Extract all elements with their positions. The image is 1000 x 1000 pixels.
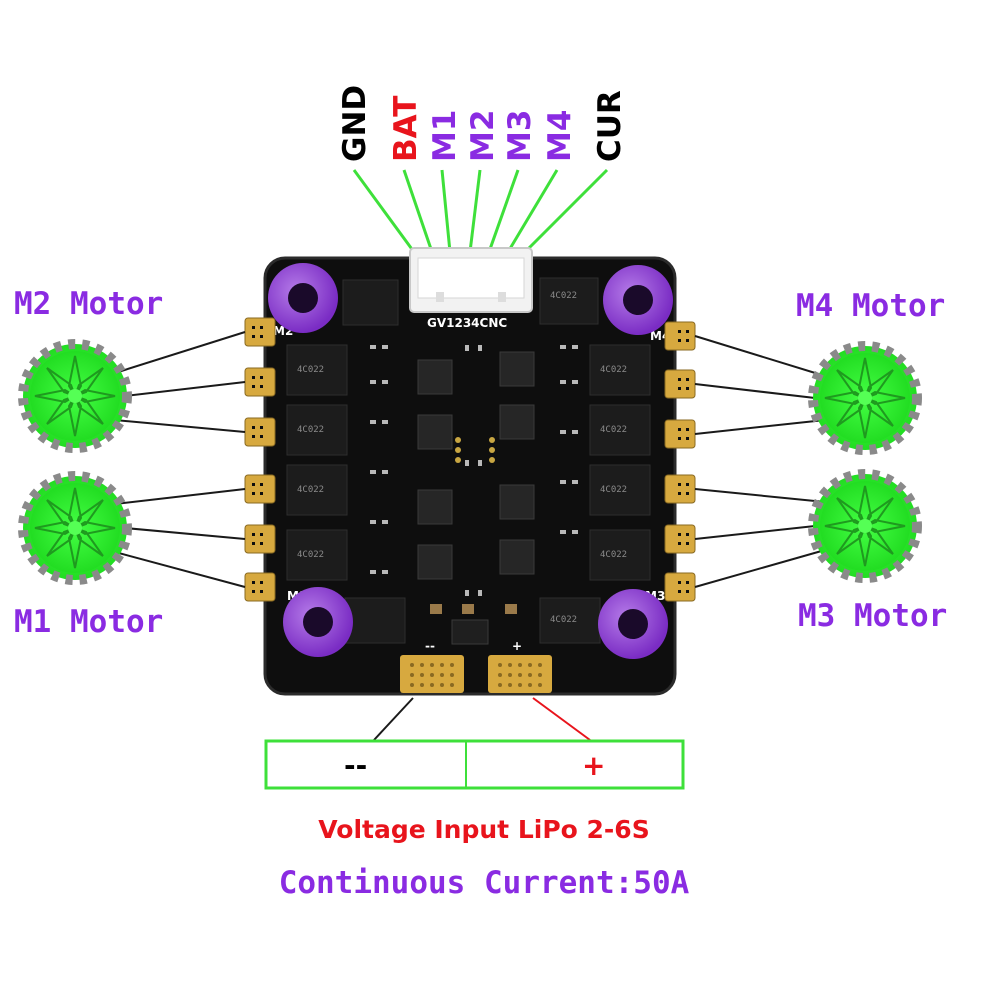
power-pads: -- + [400, 639, 552, 693]
svg-text:4C022: 4C022 [297, 425, 324, 435]
standoff-bottom-left [283, 587, 353, 657]
svg-text:4C022: 4C022 [550, 291, 577, 301]
pad-minus-silk: -- [425, 639, 435, 653]
connector-silkscreen: GV1234CNC [427, 316, 507, 330]
pin-label-m3: M3 [502, 110, 538, 162]
battery-leads [373, 697, 591, 741]
svg-text:4C022: 4C022 [297, 550, 324, 560]
svg-text:4C022: 4C022 [600, 550, 627, 560]
motor-labels: M2 Motor M4 Motor M1 Motor M3 Motor [14, 286, 947, 640]
svg-text:4C022: 4C022 [600, 425, 627, 435]
motor-m2-icon [18, 339, 132, 453]
pin-label-m1: M1 [427, 110, 463, 162]
motor-pads-right [664, 321, 696, 602]
pin-label-m2: M2 [465, 110, 501, 162]
battery-plus-label: + [582, 749, 605, 782]
battery-terminal-box: -- + [264, 739, 685, 790]
pin-leader-lines [352, 168, 609, 254]
pin-labels: GND BAT M1 M2 M3 M4 CUR [337, 85, 628, 162]
standoff-top-left [268, 263, 338, 333]
svg-text:4C022: 4C022 [600, 365, 627, 375]
motor-m4-icon [808, 341, 922, 455]
pin-label-gnd: GND [337, 85, 373, 162]
standoff-bottom-right [598, 589, 668, 659]
motor-label-m4: M4 Motor [796, 288, 945, 324]
standoff-top-right [603, 265, 673, 335]
motor-m1-icon [18, 471, 132, 585]
signal-connector: GV1234CNC [409, 247, 533, 330]
voltage-spec: Voltage Input LiPo 2-6S [318, 815, 649, 844]
mosfet-chips: 4C022 4C022 4C022 4C022 4C022 4C022 4C02… [286, 277, 651, 644]
motor-pads-left [244, 317, 276, 602]
standoffs [268, 263, 673, 659]
motor-wires [114, 331, 826, 588]
motor-label-m3: M3 Motor [798, 598, 947, 634]
current-spec: Continuous Current:50A [279, 865, 690, 901]
pad-plus-silk: + [512, 639, 522, 653]
motor-label-m1: M1 Motor [14, 604, 163, 640]
svg-text:4C022: 4C022 [550, 615, 577, 625]
mcu-chips [417, 351, 535, 580]
pin-label-cur: CUR [592, 90, 628, 162]
motor-label-m2: M2 Motor [14, 286, 163, 322]
battery-minus-label: -- [344, 749, 367, 782]
svg-text:4C022: 4C022 [600, 485, 627, 495]
motor-icons [18, 339, 922, 585]
pin-label-bat: BAT [388, 96, 424, 162]
svg-text:4C022: 4C022 [297, 485, 324, 495]
motor-m3-icon [808, 469, 922, 583]
svg-text:4C022: 4C022 [297, 365, 324, 375]
smd-components [370, 345, 578, 596]
esc-board: GV1234CNC 4C022 4C022 4C022 4C022 [244, 247, 696, 696]
pin-label-m4: M4 [542, 110, 578, 162]
